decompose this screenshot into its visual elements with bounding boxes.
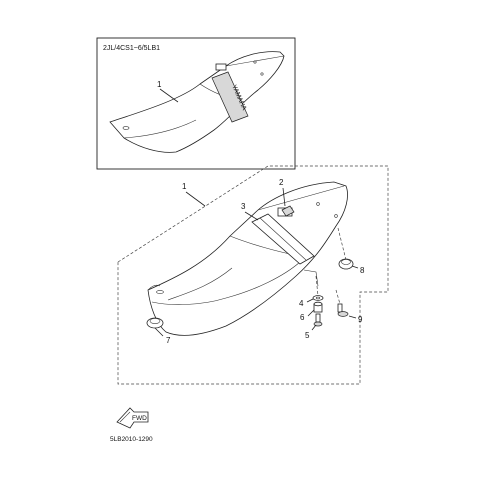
callout-5: 5	[305, 331, 310, 340]
callout-4: 4	[299, 299, 304, 308]
callout-2: 2	[279, 178, 284, 187]
fwd-arrow-icon: FWD	[116, 407, 149, 429]
main-dashed-outline	[117, 165, 389, 385]
inset-seat-drawing: YAMAHA	[109, 51, 285, 153]
callout-8: 8	[360, 266, 365, 275]
callout-7: 7	[166, 336, 171, 345]
callout-6: 6	[300, 313, 305, 322]
callout-1: 1	[182, 182, 187, 191]
inset-header: 2JL/4CS1~6/5LB1	[103, 45, 160, 52]
bolt-9	[335, 289, 357, 319]
inset-panel: 2JL/4CS1~6/5LB1 YAMAHA 1	[96, 37, 296, 170]
damper-7	[146, 317, 164, 337]
callout-9: 9	[358, 315, 363, 324]
seat-assembly	[147, 181, 348, 336]
inset-callout-1: 1	[157, 80, 162, 89]
inset-frame	[96, 37, 296, 170]
svg-text:FWD: FWD	[132, 415, 147, 422]
seat-pan-edge	[151, 261, 301, 305]
damper-8	[337, 227, 359, 270]
seat-latch	[277, 205, 295, 217]
inset-leader-1	[159, 88, 179, 103]
fastener-stack	[312, 275, 324, 327]
callout-3: 3	[241, 202, 246, 211]
seat-top-ridge	[257, 185, 345, 211]
seat-body	[147, 181, 348, 336]
diagram-code: 5LB2010-1290	[110, 436, 153, 443]
seat-front-hole	[156, 290, 164, 294]
